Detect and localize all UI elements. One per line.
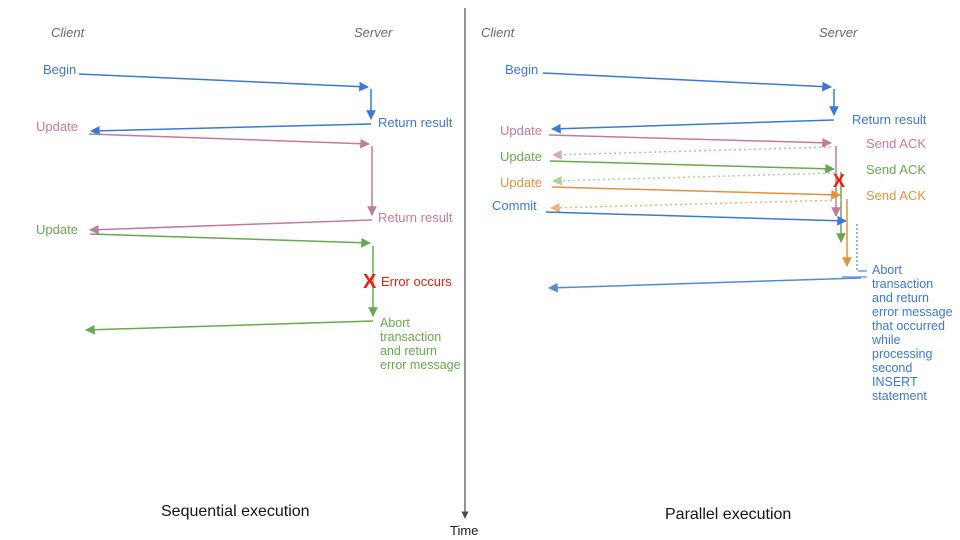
left-abort-message: Abort transaction and return error messa…	[380, 316, 461, 372]
right-update2-flow	[549, 160, 846, 243]
right-client-header: Client	[481, 25, 515, 40]
left-return-result-2-label: Return result	[378, 210, 453, 225]
right-abort-message: Abort transaction and return error messa…	[872, 263, 953, 403]
right-send-ack-2-label: Send ACK	[866, 162, 926, 177]
right-abort-flow	[548, 224, 867, 293]
left-begin-label: Begin	[43, 62, 77, 77]
left-error-occurs-label: Error occurs	[381, 274, 452, 289]
right-server-header: Server	[819, 25, 858, 40]
left-error-x-mark: X	[363, 271, 377, 293]
time-axis-label: Time	[450, 523, 479, 538]
right-error-x-mark: X	[833, 171, 846, 191]
right-section-title: Parallel execution	[665, 506, 792, 523]
right-update-1-label: Update	[500, 123, 542, 138]
left-update2-flow	[85, 233, 378, 335]
right-update1-flow	[548, 134, 841, 217]
right-commit-flow	[545, 211, 847, 226]
left-update-2-label: Update	[36, 222, 78, 237]
right-send-ack-1-label: Send ACK	[866, 136, 926, 151]
left-update-1-label: Update	[36, 119, 78, 134]
left-return-result-1-label: Return result	[378, 115, 453, 130]
right-commit-label: Commit	[492, 198, 537, 213]
left-update1-flow	[88, 133, 377, 235]
left-begin-flow	[78, 73, 376, 136]
right-send-ack-3-label: Send ACK	[866, 188, 926, 203]
left-section-title: Sequential execution	[161, 503, 310, 520]
right-update-3-label: Update	[500, 175, 542, 190]
right-update3-flow	[550, 186, 852, 267]
right-begin-flow	[542, 72, 839, 134]
right-begin-label: Begin	[505, 62, 539, 77]
left-server-header: Server	[354, 25, 393, 40]
right-return-result-label: Return result	[852, 112, 927, 127]
right-update-2-label: Update	[500, 149, 542, 164]
left-client-header: Client	[51, 25, 85, 40]
